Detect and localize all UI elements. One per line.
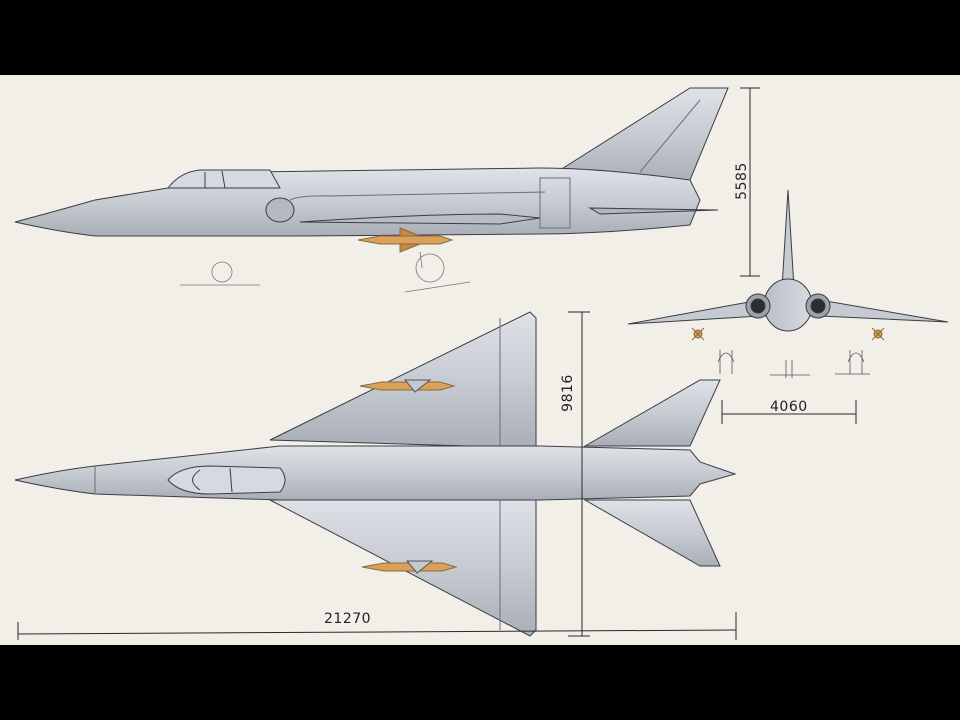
- side-intake: [265, 197, 295, 223]
- front-missiles: [691, 327, 885, 341]
- front-fin: [781, 189, 795, 289]
- front-width-dimension-label: 4060: [770, 399, 808, 415]
- top-canopy: [167, 465, 286, 495]
- height-dimension-line: [740, 87, 760, 277]
- span-dimension-line: [568, 311, 590, 637]
- aircraft-three-view: [14, 87, 949, 640]
- top-fuselage: [14, 445, 737, 501]
- span-dimension-label: 9816: [560, 374, 576, 412]
- front-width-dimension-line: [721, 400, 857, 424]
- side-missile: [357, 227, 454, 253]
- side-wing-edge: [299, 213, 541, 225]
- side-stabilizer: [588, 207, 719, 215]
- side-fuselage: [14, 167, 701, 237]
- top-wing-upper: [269, 311, 537, 449]
- height-dimension-label: 5585: [734, 162, 750, 200]
- top-view: [14, 311, 737, 637]
- top-stabilizer-upper: [583, 379, 721, 447]
- front-fuselage: [763, 278, 813, 332]
- top-missile-lower: [361, 560, 458, 574]
- blueprint-sheet: 5585 9816 4060 21270: [0, 75, 960, 645]
- top-missile-upper: [359, 379, 456, 393]
- side-view: [14, 87, 729, 293]
- side-canopy: [166, 169, 281, 189]
- front-view: [627, 189, 949, 378]
- length-dimension-label: 21270: [324, 611, 372, 627]
- length-dimension-line: [17, 612, 737, 640]
- top-stabilizer-lower: [583, 499, 721, 567]
